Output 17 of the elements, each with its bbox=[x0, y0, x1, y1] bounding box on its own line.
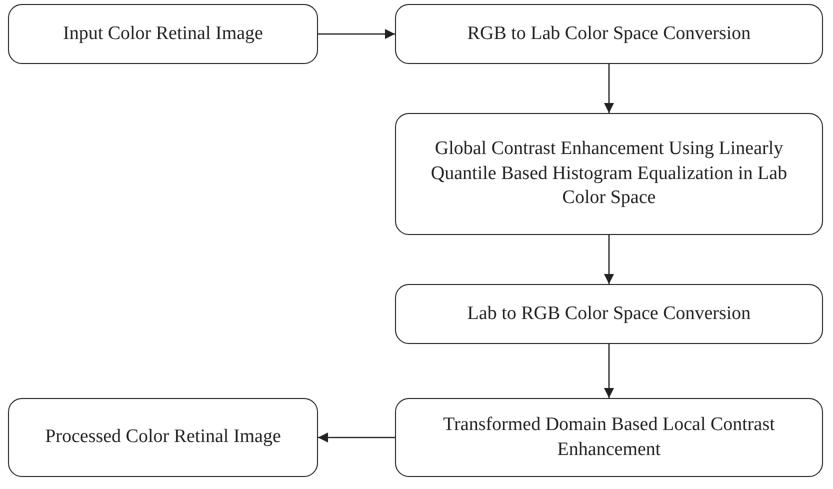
process-box bbox=[395, 398, 823, 477]
arrow bbox=[604, 64, 614, 113]
box-label: Processed Color Retinal Image bbox=[45, 425, 281, 450]
arrow bbox=[604, 344, 614, 398]
box-label: Transformed Domain Based Local Contrast Enhancement bbox=[442, 412, 776, 462]
process-box bbox=[8, 398, 318, 477]
arrow bbox=[318, 432, 395, 442]
arrow bbox=[604, 235, 614, 284]
process-box bbox=[395, 4, 823, 64]
box-label: Lab to RGB Color Space Conversion bbox=[467, 302, 751, 326]
process-box bbox=[8, 4, 318, 64]
process-box bbox=[395, 113, 823, 235]
box-label: Input Color Retinal Image bbox=[63, 22, 263, 46]
box-label: Global Contrast Enhancement Using Linearly Quantile Based Histogram Equalization in Lab Color Space bbox=[430, 136, 788, 210]
arrow bbox=[318, 29, 395, 39]
box-label: RGB to Lab Color Space Conversion bbox=[467, 22, 751, 46]
process-box bbox=[395, 284, 823, 344]
